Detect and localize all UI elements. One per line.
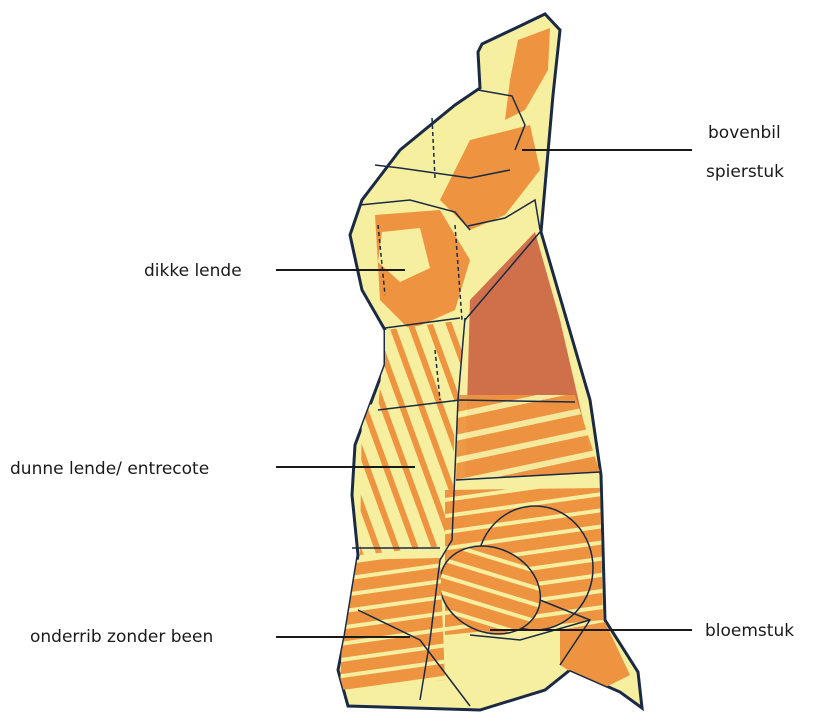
- label-dikke-lende: dikke lende: [144, 261, 242, 281]
- sirloin-stripes: [378, 320, 465, 410]
- label-onderrib-zonder-been: onderrib zonder been: [30, 627, 213, 647]
- foreshank-meat: [560, 622, 630, 690]
- label-bloemstuk: bloemstuk: [705, 621, 794, 641]
- flank-stripes: [456, 395, 600, 480]
- label-bovenbil: bovenbil: [708, 123, 781, 143]
- label-spierstuk: spierstuk: [706, 162, 784, 182]
- loin-stripes: [360, 400, 455, 555]
- label-dunne-lende-entrecote: dunne lende/ entrecote: [10, 459, 209, 479]
- plate-meat: [340, 558, 445, 690]
